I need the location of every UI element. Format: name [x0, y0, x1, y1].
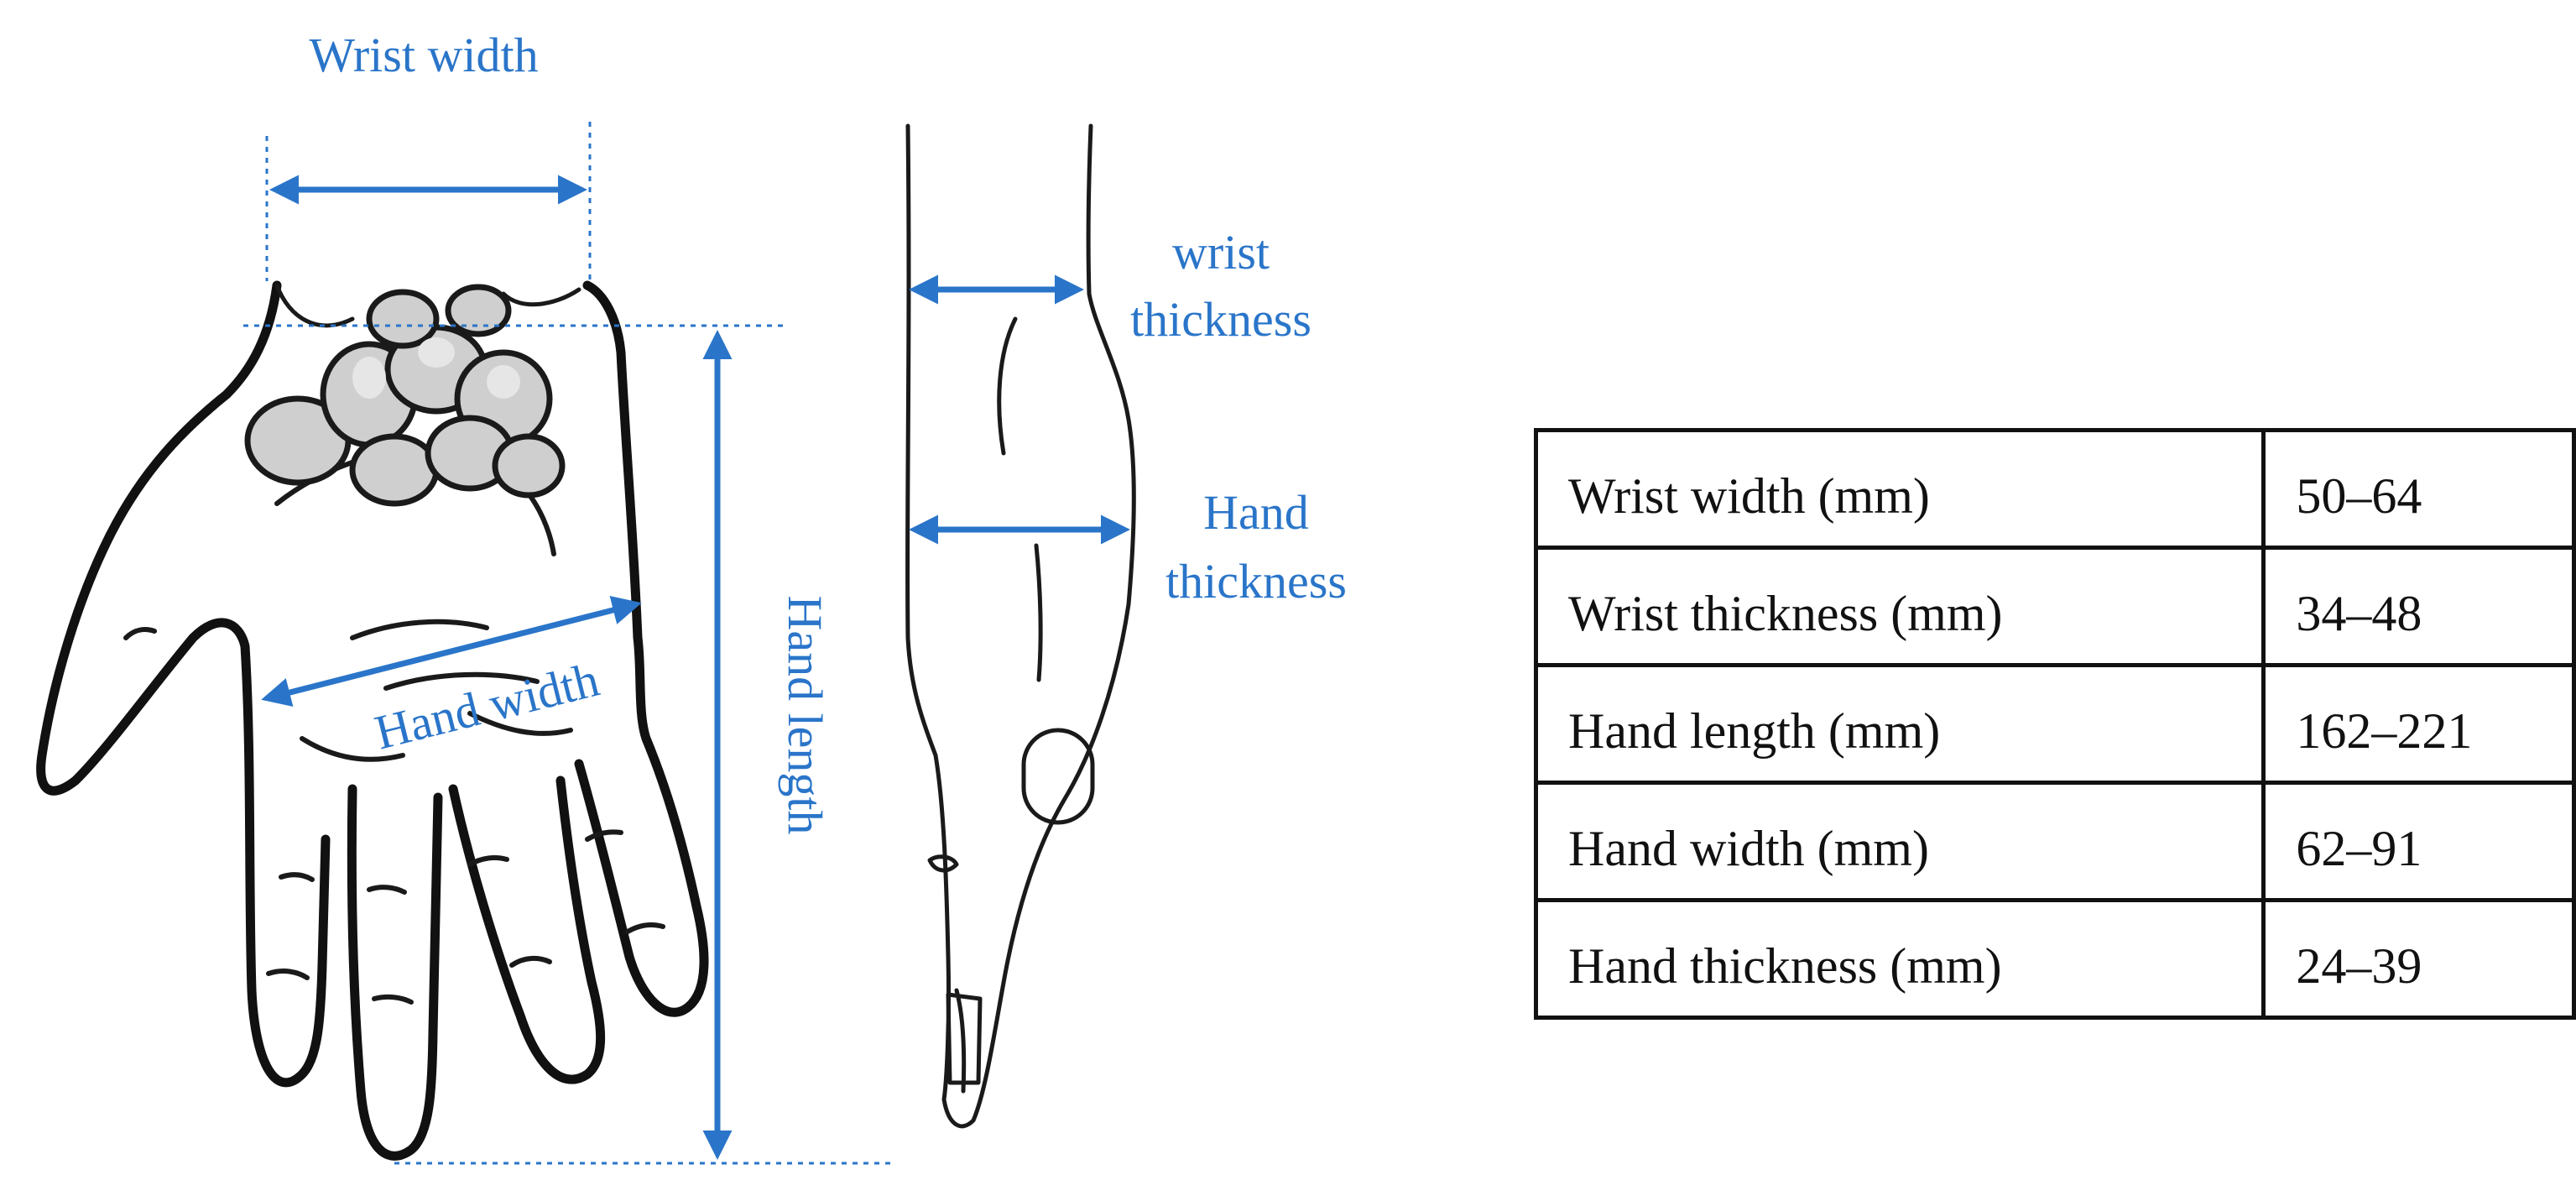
side-hand-drawing	[905, 123, 1136, 1129]
range-cell: 162–221	[2261, 663, 2576, 785]
table-row: Wrist width (mm) 50–64	[1533, 428, 2576, 550]
range-cell: 50–64	[2261, 428, 2576, 550]
range-cell: 62–91	[2261, 781, 2576, 902]
hand-width-indicator	[261, 595, 642, 708]
measure-cell: Wrist thickness (mm)	[1533, 546, 2266, 667]
label-hand-length: Hand length	[778, 595, 832, 834]
palm-drawing	[36, 280, 709, 1161]
table-row: Wrist thickness (mm) 34–48	[1533, 546, 2576, 667]
measurement-table-body: Wrist width (mm) 50–64 Wrist thickness (…	[1533, 428, 2576, 1020]
label-wrist-width: Wrist width	[309, 28, 538, 82]
table-row: Hand width (mm) 62–91	[1533, 781, 2576, 902]
label-hand-thickness-line1: Hand	[1203, 485, 1309, 540]
table-row: Hand length (mm) 162–221	[1533, 663, 2576, 785]
table-row: Hand thickness (mm) 24–39	[1533, 898, 2576, 1020]
hand-length-indicator	[243, 324, 894, 1165]
label-wrist-thickness-line2: thickness	[1130, 292, 1311, 347]
wrist-width-indicator	[265, 122, 592, 281]
range-cell: 24–39	[2261, 898, 2576, 1020]
measure-cell: Hand width (mm)	[1533, 781, 2266, 902]
range-cell: 34–48	[2261, 546, 2576, 667]
measure-cell: Hand thickness (mm)	[1533, 898, 2266, 1020]
measure-cell: Wrist width (mm)	[1533, 428, 2266, 550]
label-wrist-thickness-line1: wrist	[1172, 225, 1270, 279]
label-hand-thickness-line2: thickness	[1165, 554, 1347, 608]
label-hand-width: Hand width	[369, 652, 604, 760]
measurement-table: Wrist width (mm) 50–64 Wrist thickness (…	[1533, 428, 2576, 1020]
measure-cell: Hand length (mm)	[1533, 663, 2266, 785]
